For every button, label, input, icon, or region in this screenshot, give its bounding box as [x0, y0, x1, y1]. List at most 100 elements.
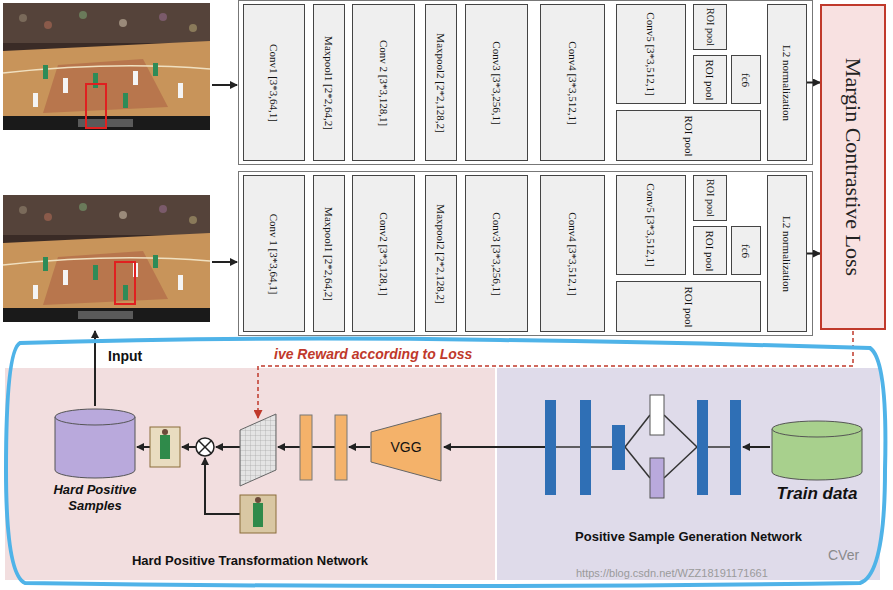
transform-network: [196, 438, 214, 456]
trapezoid-outline: [371, 413, 441, 481]
layer-label: Conv4 [3*3,512,1]: [567, 41, 579, 124]
layer-box: ROI pool: [693, 55, 727, 104]
layer-label: Conv 1 [3*3,64,1]: [268, 213, 280, 294]
generator-network: [545, 400, 556, 495]
layer-box: Maxpool1 [2*2,64,2]: [313, 175, 345, 332]
cyl-label: Train data: [762, 484, 872, 504]
cylinder-top: [55, 409, 135, 425]
input-label: Input: [108, 348, 142, 364]
layer-box: Maxpool1 [2*2,64,2]: [313, 4, 345, 161]
highlight-outline: [6, 339, 885, 586]
transform-network: [199, 441, 211, 453]
generator-network: [664, 415, 697, 447]
vgg-box: VGG: [370, 412, 442, 482]
generator-network: [708, 446, 730, 448]
cylinder-top: [772, 421, 862, 437]
layer-box: ROI pool: [616, 110, 761, 161]
generator-network: [556, 446, 580, 448]
row-frame: [239, 172, 813, 336]
transform-network: [253, 503, 263, 527]
layer-label: Conv2 [3*3,128,1]: [378, 212, 390, 295]
transform-network: [240, 495, 276, 533]
transform-network: [160, 435, 170, 459]
generator-network: [625, 447, 650, 478]
flow-arrow: [278, 446, 300, 448]
transform-network: [240, 414, 276, 486]
layer-label: fc6: [740, 243, 752, 257]
panel-background: [5, 368, 495, 580]
generator-network: [545, 395, 741, 498]
layer-label: L2 normalization: [781, 215, 793, 291]
layer-box: Conv5 [3*3,512,1]: [616, 175, 686, 275]
generator-network: [730, 400, 741, 495]
layer-label: Conv1 [3*3,64,1]: [268, 44, 280, 122]
layer-label: Maxpool1 [2*2,64,2]: [323, 207, 335, 301]
generator-network: [697, 400, 708, 495]
panel-box: Positive Sample Generation Network Train …: [497, 368, 880, 580]
transform-network: [150, 414, 347, 533]
layer-box: ROI pool: [693, 175, 727, 221]
flow-arrow: [182, 446, 196, 448]
panel-label: Hard Positive Transformation Network: [5, 553, 495, 568]
row-frame: [239, 1, 813, 336]
loss-box: Margin Contrastive Loss: [820, 4, 886, 330]
layer-label: ROI pool: [683, 286, 695, 327]
layer-label: ROI pool: [705, 179, 716, 217]
generator-network: [664, 447, 697, 478]
layer-box: Conv5 [3*3,512,1]: [616, 4, 686, 104]
transform-network: [335, 415, 347, 480]
layer-label: ROI pool: [704, 230, 716, 271]
layer-label: ROI pool: [683, 115, 695, 156]
generator-network: [650, 458, 664, 498]
input-frame: [86, 84, 106, 128]
connector-arrow: [807, 82, 820, 84]
watermark: CVer: [828, 547, 859, 563]
layer-box: Maxpool2 [2*2,128,2]: [425, 175, 457, 332]
flow-arrow: [212, 84, 237, 86]
generator-network: [612, 425, 625, 470]
layer-box: fc6: [731, 226, 761, 275]
row-frame: [239, 1, 813, 165]
layer-box: Conv 1 [3*3,64,1]: [243, 175, 305, 332]
layer-box: Conv4 [3*3,512,1]: [540, 4, 605, 161]
layer-label: Conv4 [3*3,512,1]: [567, 212, 579, 295]
layer-box: ROI pool: [693, 4, 727, 50]
transform-network: [150, 427, 180, 467]
layer-label: Conv3 [3*3,256,1]: [491, 212, 503, 295]
layer-box: Conv1 [3*3,64,1]: [243, 4, 305, 161]
cyl-box: Hard Positive Samples: [40, 408, 150, 528]
transform-network: [162, 429, 168, 435]
generator-network: [650, 395, 664, 435]
panel-label: Positive Sample Generation Network: [497, 529, 880, 544]
layer-label: L2 normalization: [781, 44, 793, 120]
input-frame: [115, 262, 135, 304]
panel-background: [5, 368, 880, 580]
layer-label: Maxpool1 [2*2,64,2]: [323, 36, 335, 130]
connector-arrow: [807, 253, 820, 255]
flow-arrow: [349, 446, 370, 448]
flow-arrow: [137, 446, 150, 448]
input-frame: [3, 3, 210, 130]
layer-label: fc6: [740, 72, 752, 86]
layer-box: ROI pool: [616, 281, 761, 332]
layer-box: fc6: [731, 55, 761, 104]
loss-label: Margin Contrastive Loss: [840, 58, 866, 276]
flow-arrow: [444, 446, 545, 448]
layer-label: Conv5 [3*3,512,1]: [645, 183, 657, 266]
transform-network: [199, 441, 211, 453]
generator-network: [591, 446, 612, 448]
layer-box: L2 normalization: [767, 4, 807, 161]
transform-network: [255, 497, 261, 503]
layer-label: Conv3 [3*3,256,1]: [491, 41, 503, 124]
generator-network: [580, 400, 591, 495]
cyl-box: Train data: [762, 420, 872, 514]
cyl-label: Hard Positive Samples: [40, 482, 150, 513]
panel-background: [497, 368, 880, 580]
layer-box: ROI pool: [693, 226, 727, 275]
input-frame: [3, 3, 210, 322]
flow-arrow: [743, 446, 770, 448]
generator-network: [625, 415, 650, 447]
layer-box: Maxpool2 [2*2,128,2]: [425, 4, 457, 161]
flow-arrow: [216, 446, 240, 448]
